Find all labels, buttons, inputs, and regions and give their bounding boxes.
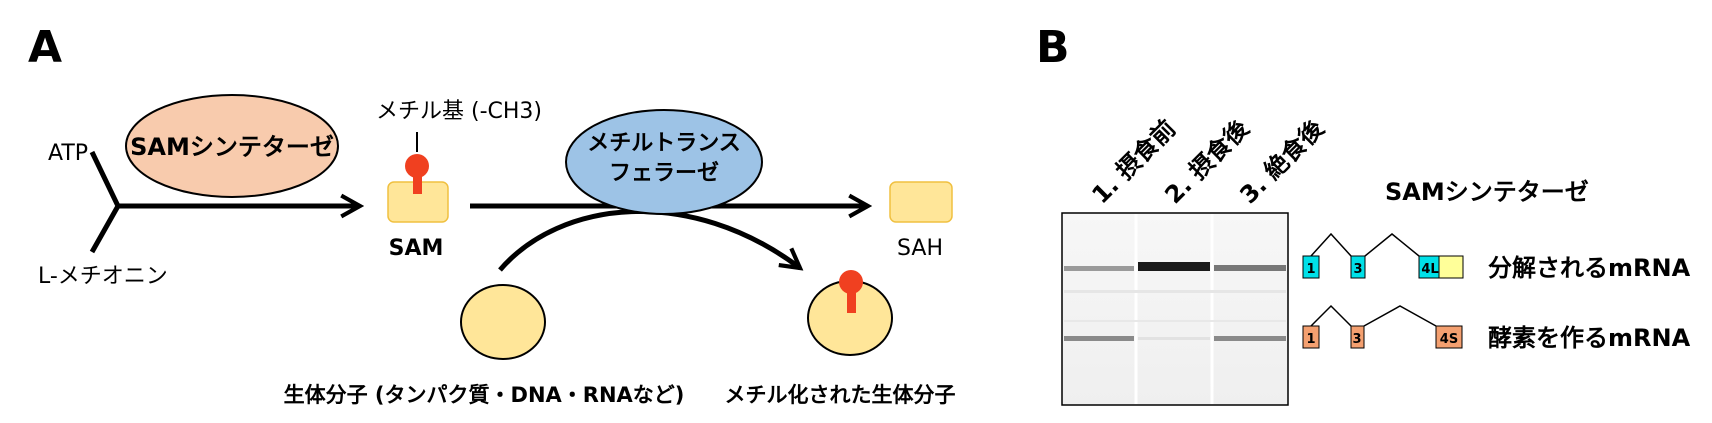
- biomolecule: [460, 284, 546, 360]
- exon-label: 4L: [1421, 262, 1438, 277]
- sam-label: SAM: [389, 236, 444, 261]
- gel-band: [1214, 265, 1286, 271]
- gel-band: [1214, 336, 1286, 341]
- sam-synthetase-enzyme: [125, 94, 339, 198]
- methylated-biomolecule-label: メチル化された生体分子: [725, 383, 956, 407]
- exon-box: [1435, 325, 1463, 349]
- methyl-transfer-arrow: [498, 208, 800, 272]
- exon-label: 4S: [1440, 332, 1458, 347]
- exon-label: 1: [1306, 332, 1315, 347]
- methyl-group-label: メチル基 (-CH3): [376, 99, 542, 124]
- exon-box-extension: [1438, 255, 1464, 279]
- methylated-head: [839, 270, 863, 294]
- exon-box: [1350, 325, 1365, 349]
- exon-box: [1302, 255, 1320, 279]
- methylated-stem: [847, 285, 856, 313]
- exon-label: 3: [1353, 262, 1362, 277]
- methyltransferase-label-line1: メチルトランス: [587, 131, 741, 156]
- exon-box: [1350, 255, 1366, 279]
- methionine-label: L-メチオニン: [38, 264, 168, 289]
- substrate-merge-lines: [89, 150, 121, 254]
- panel-a-letter: A: [28, 22, 62, 73]
- isoform-top-label: 分解されるmRNA: [1488, 254, 1691, 282]
- exon-label: 3: [1352, 332, 1361, 347]
- sam-synthetase-label: SAMシンテターゼ: [130, 133, 334, 161]
- intron-lines: [1310, 232, 1420, 257]
- gel-image: [1061, 212, 1289, 406]
- atp-label: ATP: [48, 141, 88, 166]
- isoform-top-structure: 1 3 4L: [1302, 232, 1464, 279]
- lane-label-3: 3. 絶食後: [1234, 114, 1330, 210]
- isoform-bottom-label: 酵素を作るmRNA: [1488, 324, 1691, 352]
- biomolecule-label: 生体分子 (タンパク質・DNA・RNAなど): [284, 383, 685, 407]
- panel-b-letter: B: [1036, 22, 1070, 73]
- isoform-bottom-structure: 1 3 4S: [1302, 304, 1463, 349]
- exon-label: 1: [1306, 262, 1315, 277]
- exon-box: [1302, 325, 1320, 349]
- gel-band: [1064, 336, 1134, 341]
- methyltransferase-label-line2: フェラーゼ: [609, 161, 719, 186]
- sah-label: SAH: [897, 236, 943, 261]
- gene-title: SAMシンテターゼ: [1385, 178, 1589, 206]
- gel-band: [1138, 337, 1210, 340]
- gel-band: [1138, 262, 1210, 271]
- sam-methyl-stem: [413, 168, 422, 194]
- sah-molecule: [889, 181, 953, 223]
- intron-lines: [1310, 304, 1437, 327]
- methyltransferase-enzyme: [565, 109, 763, 215]
- sam-methyl-head: [405, 154, 429, 178]
- gel-band: [1064, 266, 1134, 271]
